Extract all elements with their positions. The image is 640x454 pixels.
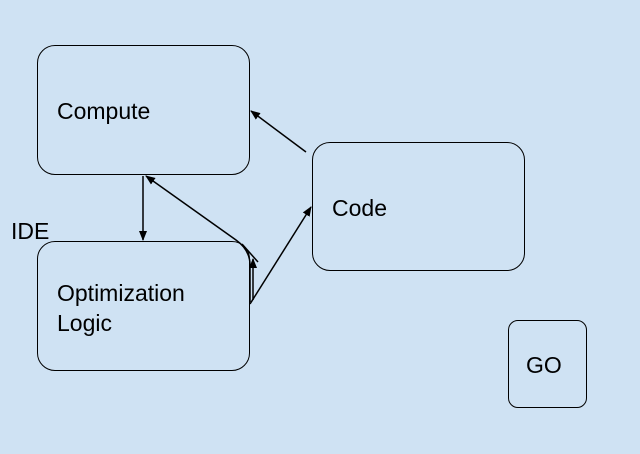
node-compute-label: Compute bbox=[57, 98, 151, 124]
node-optimization-logic[interactable]: Optimization Logic bbox=[37, 241, 250, 371]
edge-optimization-to-code bbox=[249, 206, 312, 305]
node-code[interactable]: Code bbox=[312, 142, 525, 271]
node-code-label: Code bbox=[332, 195, 387, 221]
edge-code-to-compute bbox=[250, 110, 307, 153]
node-go-label: GO bbox=[526, 352, 562, 378]
ide-label: IDE bbox=[11, 218, 50, 244]
node-optimization-logic-label: Optimization Logic bbox=[57, 280, 185, 336]
node-go[interactable]: GO bbox=[508, 320, 587, 408]
node-compute[interactable]: Compute bbox=[37, 45, 250, 175]
